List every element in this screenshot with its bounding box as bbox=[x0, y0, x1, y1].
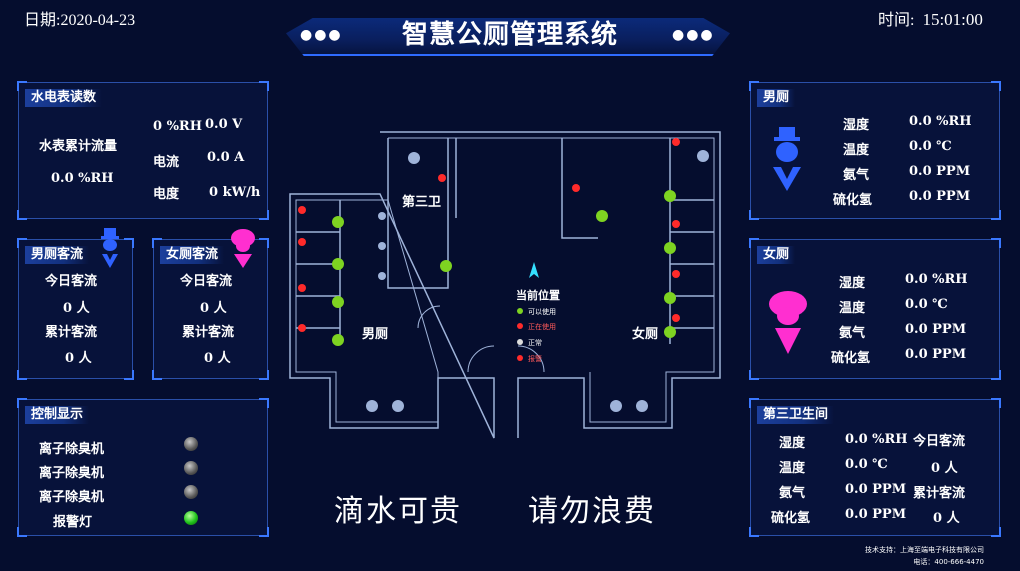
meter-panel: 水电表读数 水表累计流量 0.0 %RH 0 %RH 0.0 V 电流 0.0 … bbox=[17, 81, 269, 220]
third-ammonia-value: 0.0 PPM bbox=[845, 482, 907, 497]
female-env-panel: 女厕 湿度 0.0 %RH 温度 0.0 ℃ 氨气 0.0 PPM 硫化氢 0.… bbox=[749, 238, 1001, 380]
female-temp-label: 温度 bbox=[839, 301, 866, 316]
legend-title: 当前位置 bbox=[516, 289, 560, 302]
female-total-label: 累计客流 bbox=[182, 325, 235, 340]
female-humidity-value: 0.0 %RH bbox=[905, 272, 968, 287]
page-title: 智慧公厕管理系统 bbox=[401, 20, 618, 50]
female-area-label: 女厕 bbox=[632, 327, 659, 342]
third-h2s-label: 硫化氢 bbox=[771, 511, 811, 526]
third-ammonia-label: 氨气 bbox=[779, 486, 806, 501]
third-today-label: 今日客流 bbox=[913, 434, 966, 449]
male-env-panel: 男厕 湿度 0.0 %RH 温度 0.0 ℃ 氨气 0.0 PPM 硫化氢 0.… bbox=[749, 81, 1001, 220]
time-display: 时间: 15:01:00 bbox=[878, 6, 983, 30]
footer: 技术支持：上海至端电子科技有限公司 电话：400-666-4470 bbox=[800, 545, 984, 567]
male-total-label: 累计客流 bbox=[45, 325, 98, 340]
male-temp-value: 0.0 ℃ bbox=[909, 139, 952, 154]
date-display: 日期:2020-04-23 bbox=[24, 12, 136, 29]
female-flow-title: 女厕客流 bbox=[160, 246, 225, 264]
male-figure-icon bbox=[773, 127, 801, 191]
current-position-icon bbox=[529, 262, 539, 278]
control-item-label: 离子除臭机 bbox=[39, 490, 105, 505]
current-label: 电流 bbox=[153, 155, 180, 170]
water-meter-label: 水表累计流量 bbox=[39, 139, 118, 154]
female-humidity-label: 湿度 bbox=[839, 276, 866, 291]
deodorizer-1-indicator[interactable] bbox=[184, 437, 198, 451]
stall-indicators bbox=[298, 138, 680, 346]
control-item-label: 离子除臭机 bbox=[39, 466, 105, 481]
male-flow-panel: 男厕客流 今日客流 0 人 累计客流 0 人 bbox=[17, 228, 134, 380]
title-dots-right: ●●● bbox=[672, 27, 715, 43]
meter-panel-title: 水电表读数 bbox=[25, 89, 103, 107]
time-value: 15:01:00 bbox=[922, 10, 983, 29]
legend-normal-label: 正常 bbox=[528, 339, 542, 347]
third-wc-label: 第三卫 bbox=[402, 195, 442, 210]
male-flow-title: 男厕客流 bbox=[25, 246, 90, 264]
third-humidity-label: 湿度 bbox=[779, 436, 806, 451]
third-today-value: 0 人 bbox=[931, 461, 958, 476]
title-banner bbox=[286, 18, 730, 56]
male-h2s-label: 硫化氢 bbox=[833, 193, 873, 208]
female-flow-panel: 女厕客流 今日客流 0 人 累计客流 0 人 bbox=[152, 229, 269, 380]
female-today-label: 今日客流 bbox=[180, 274, 233, 289]
third-wc-env-title: 第三卫生间 bbox=[757, 406, 835, 424]
male-humidity-value: 0.0 %RH bbox=[909, 114, 972, 129]
control-item-label: 离子除臭机 bbox=[39, 442, 105, 457]
third-total-label: 累计客流 bbox=[913, 486, 966, 501]
deodorizer-3-indicator[interactable] bbox=[184, 485, 198, 499]
slogan-left: 滴水可贵 bbox=[334, 494, 462, 529]
legend-normal-icon bbox=[517, 339, 523, 345]
male-humidity-label: 湿度 bbox=[843, 118, 870, 133]
third-temp-value: 0.0 ℃ bbox=[845, 457, 888, 472]
deodorizer-2-indicator[interactable] bbox=[184, 461, 198, 475]
male-ammonia-label: 氨气 bbox=[843, 168, 870, 183]
footer-support: 技术支持：上海至端电子科技有限公司 bbox=[865, 546, 984, 554]
third-temp-label: 温度 bbox=[779, 461, 806, 476]
energy-label: 电度 bbox=[153, 187, 180, 202]
male-figure-icon bbox=[101, 228, 119, 268]
male-h2s-value: 0.0 PPM bbox=[909, 189, 971, 204]
title-dots-left: ●●● bbox=[300, 27, 343, 43]
male-ammonia-value: 0.0 PPM bbox=[909, 164, 971, 179]
water-meter-value: 0.0 %RH bbox=[51, 171, 114, 186]
male-today-value: 0 人 bbox=[63, 301, 90, 316]
time-label: 时间: bbox=[878, 12, 915, 29]
female-env-title: 女厕 bbox=[757, 246, 796, 264]
slogan-right: 请勿浪费 bbox=[528, 494, 656, 529]
female-h2s-value: 0.0 PPM bbox=[905, 347, 967, 362]
legend-available-icon bbox=[517, 308, 523, 314]
male-total-value: 0 人 bbox=[65, 351, 92, 366]
legend-alarm-label: 报警 bbox=[528, 355, 542, 363]
female-ammonia-value: 0.0 PPM bbox=[905, 322, 967, 337]
male-area-label: 男厕 bbox=[362, 327, 389, 342]
current-value: 0.0 A bbox=[207, 150, 245, 165]
female-figure-icon bbox=[231, 229, 255, 268]
third-wc-env-panel: 第三卫生间 湿度 0.0 %RH 温度 0.0 ℃ 氨气 0.0 PPM 硫化氢… bbox=[749, 398, 1001, 537]
voltage-value: 0.0 V bbox=[205, 117, 243, 132]
legend-in-use-label: 正在使用 bbox=[528, 323, 556, 331]
footer-phone: 电话：400-666-4470 bbox=[913, 558, 984, 566]
third-h2s-value: 0.0 PPM bbox=[845, 507, 907, 522]
male-env-title: 男厕 bbox=[757, 89, 796, 107]
legend-in-use-icon bbox=[517, 323, 523, 329]
male-temp-label: 温度 bbox=[843, 143, 870, 158]
female-total-value: 0 人 bbox=[204, 351, 231, 366]
humidity-value: 0 %RH bbox=[153, 119, 203, 134]
control-panel: 控制显示 离子除臭机 离子除臭机 离子除臭机 报警灯 bbox=[17, 398, 269, 537]
legend-alarm-icon bbox=[517, 355, 523, 361]
third-humidity-value: 0.0 %RH bbox=[845, 432, 908, 447]
control-panel-title: 控制显示 bbox=[25, 406, 90, 424]
energy-value: 0 kW/h bbox=[209, 185, 261, 200]
floor-plan bbox=[289, 131, 721, 439]
control-item-label: 报警灯 bbox=[53, 515, 93, 530]
male-today-label: 今日客流 bbox=[45, 274, 98, 289]
female-h2s-label: 硫化氢 bbox=[831, 351, 871, 366]
third-total-value: 0 人 bbox=[933, 511, 960, 526]
female-ammonia-label: 氨气 bbox=[839, 326, 866, 341]
female-figure-icon bbox=[769, 291, 807, 354]
legend-available-label: 可以使用 bbox=[528, 308, 556, 316]
alarm-light-indicator[interactable] bbox=[184, 511, 198, 525]
female-today-value: 0 人 bbox=[200, 301, 227, 316]
female-temp-value: 0.0 ℃ bbox=[905, 297, 948, 312]
